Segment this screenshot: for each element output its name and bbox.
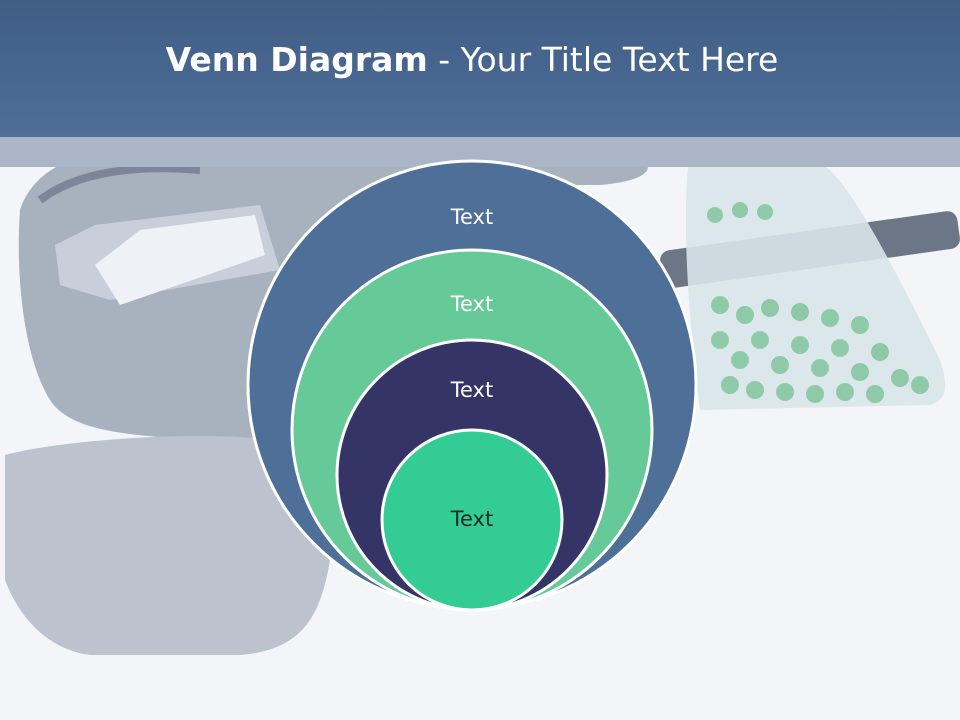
outer-ring-label: Text	[450, 205, 493, 229]
paintball-bag-icon	[685, 144, 946, 411]
third-ring-label: Text	[450, 378, 493, 402]
second-ring-label: Text	[450, 292, 493, 316]
slide-title: Venn Diagram - Your Title Text Here	[0, 40, 944, 79]
slide-title-rest: - Your Title Text Here	[427, 40, 779, 79]
center-circle[interactable]	[380, 428, 564, 612]
center-label: Text	[450, 507, 493, 531]
title-bar	[0, 0, 960, 137]
slide-title-bold: Venn Diagram	[165, 40, 428, 79]
